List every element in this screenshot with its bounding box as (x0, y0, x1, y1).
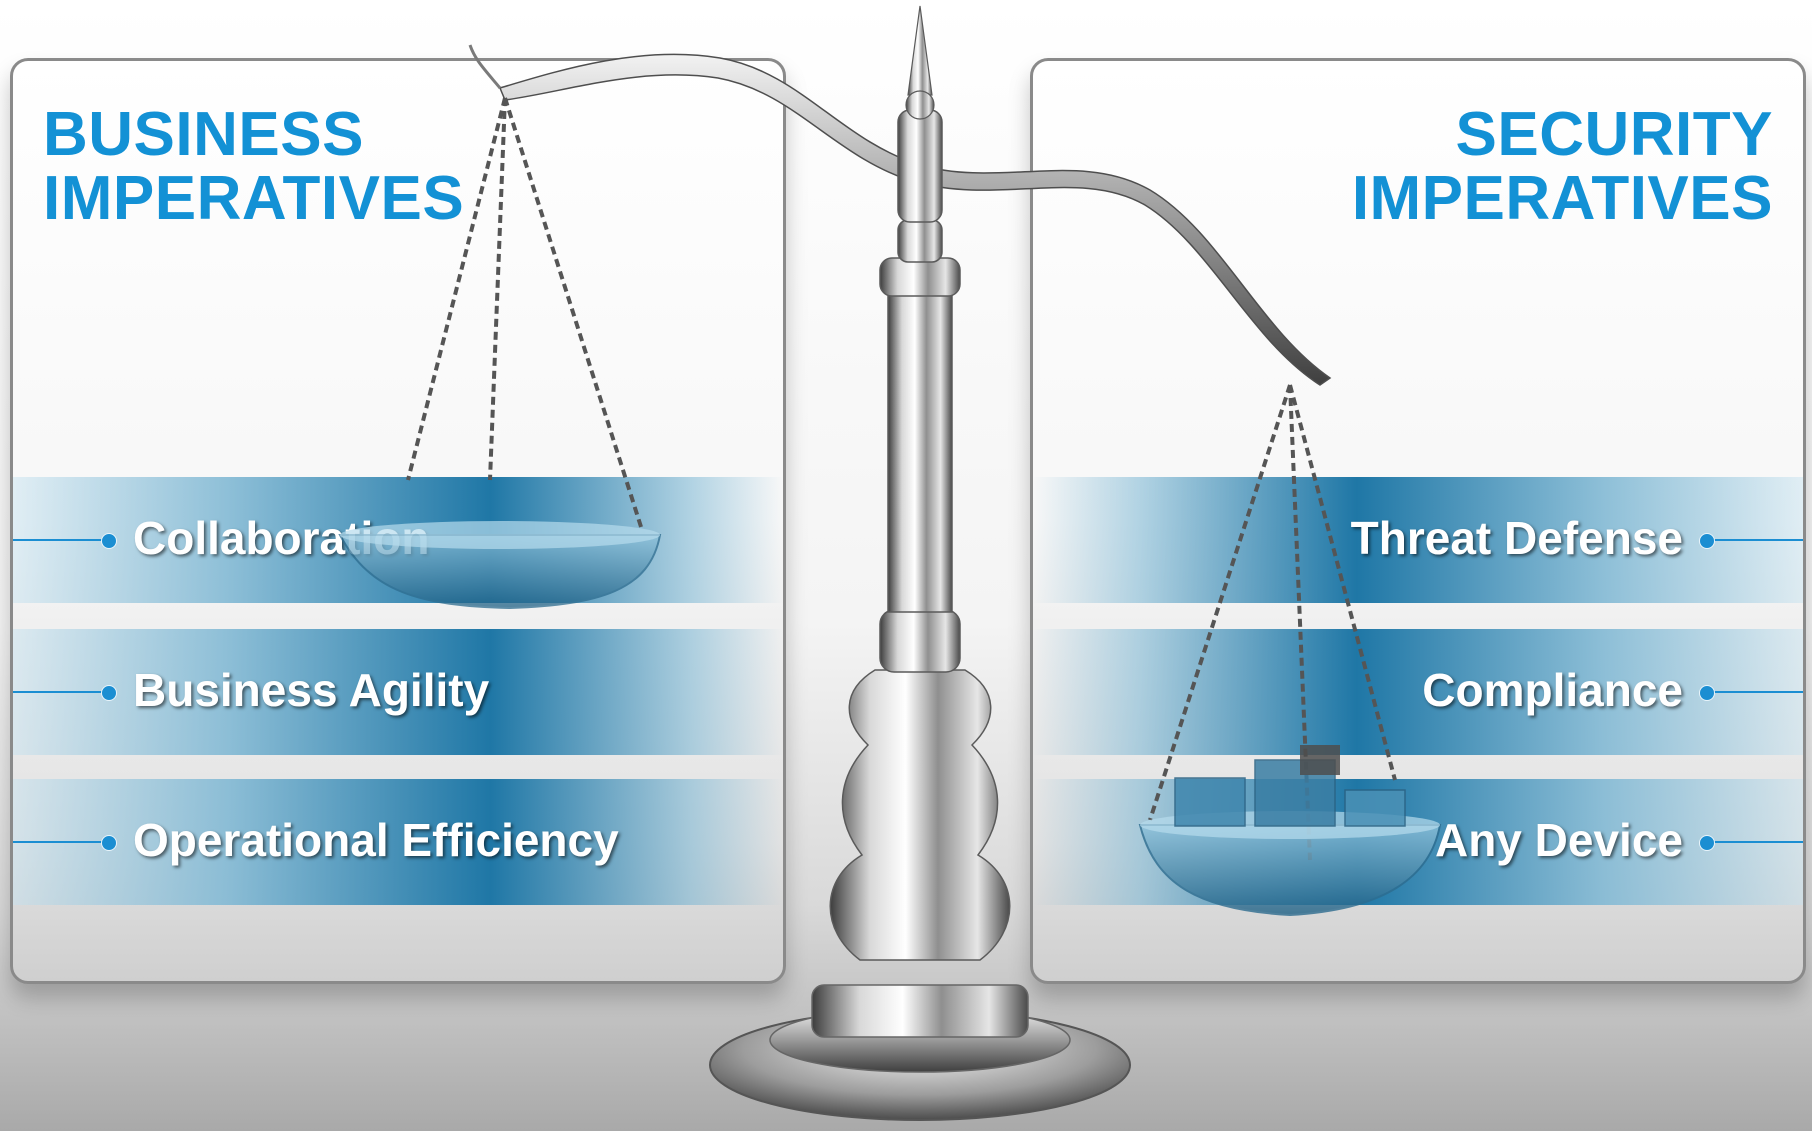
security-imperatives-title: SECURITY IMPERATIVES (1352, 103, 1773, 231)
connector-dot (1699, 835, 1715, 851)
item-label: Operational Efficiency (133, 814, 619, 866)
item-label: Compliance (1422, 664, 1683, 716)
item-label: Business Agility (133, 664, 490, 716)
item-label: Threat Defense (1350, 512, 1683, 564)
title-line: SECURITY (1455, 100, 1773, 169)
security-imperatives-panel: SECURITY IMPERATIVES Threat Defense Comp… (1030, 58, 1806, 984)
connector-dot (101, 685, 117, 701)
title-line: IMPERATIVES (43, 164, 465, 233)
title-line: IMPERATIVES (1351, 164, 1773, 233)
item-band-compliance: Compliance (1033, 629, 1803, 755)
item-band-business-agility: Business Agility (13, 629, 783, 755)
item-band-operational-efficiency: Operational Efficiency (13, 779, 783, 905)
item-band-threat-defense: Threat Defense (1033, 477, 1803, 603)
connector-dot (1699, 533, 1715, 549)
item-label: Any Device (1434, 814, 1683, 866)
item-label: Collaboration (133, 512, 430, 564)
connector-line (1713, 691, 1803, 693)
scale-pillar (829, 219, 1011, 961)
connector-dot (101, 835, 117, 851)
business-imperatives-title: BUSINESS IMPERATIVES (43, 103, 464, 231)
title-line: BUSINESS (43, 100, 364, 169)
item-band-any-device: Any Device (1033, 779, 1803, 905)
connector-line (13, 539, 103, 541)
business-imperatives-panel: BUSINESS IMPERATIVES Collaboration Busin… (10, 58, 786, 984)
connector-dot (101, 533, 117, 549)
connector-dot (1699, 685, 1715, 701)
connector-line (13, 691, 103, 693)
connector-line (1713, 539, 1803, 541)
connector-line (13, 841, 103, 843)
connector-line (1713, 841, 1803, 843)
scale-base (709, 984, 1131, 1121)
item-band-collaboration: Collaboration (13, 477, 783, 603)
